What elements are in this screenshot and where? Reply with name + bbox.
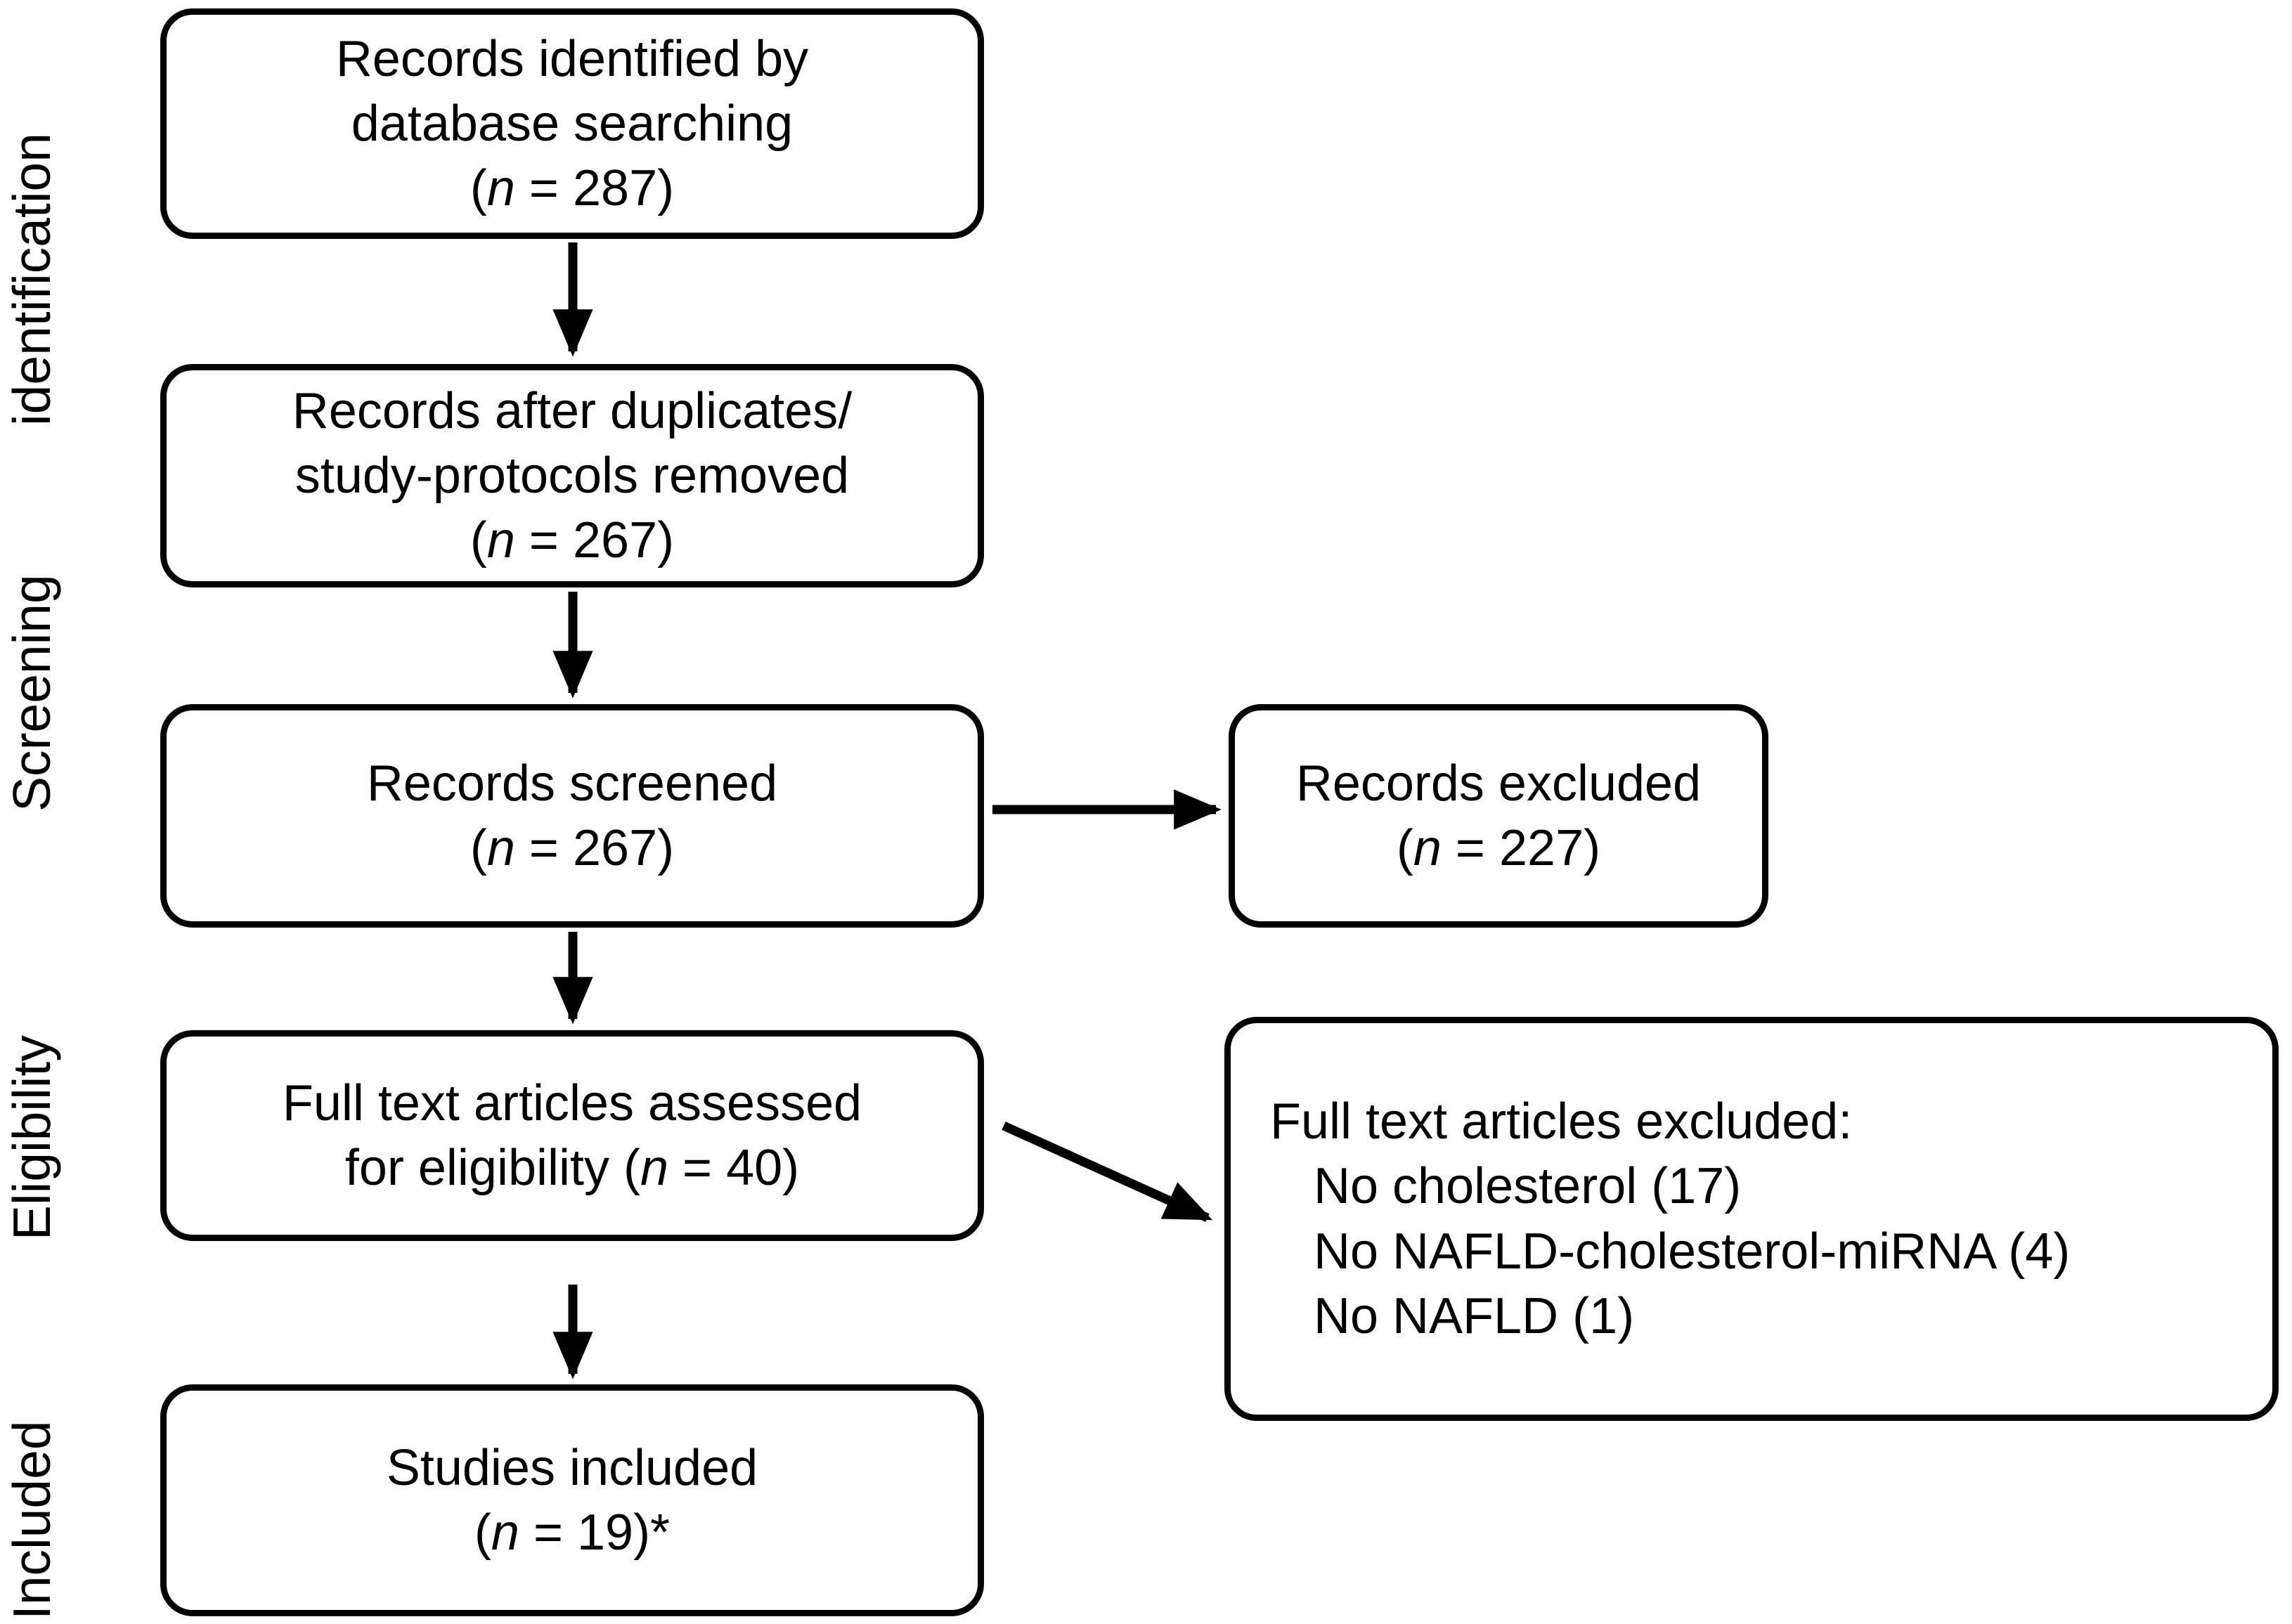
box-studies-included: Studies included (n = 19)*: [160, 1384, 984, 1616]
paren-open: (: [474, 1505, 491, 1561]
paren-open: (: [470, 160, 487, 217]
n-symbol: n: [640, 1140, 669, 1196]
box-studies-included-line1: Studies included: [386, 1439, 758, 1496]
box-records-after-duplicates-count: (n = 267): [470, 508, 674, 573]
box-records-after-duplicates-line1: Records after duplicates/: [292, 382, 853, 439]
box-studies-included-count: (n = 19)*: [474, 1500, 670, 1565]
count-value: = 267): [514, 820, 675, 876]
box-records-after-duplicates-line2: study-protocols removed: [294, 447, 850, 504]
count-value: = 227): [1441, 820, 1601, 876]
count-value: = 19)*: [519, 1505, 671, 1561]
box-records-identified-count: (n = 287): [470, 156, 674, 221]
box-records-excluded-count: (n = 227): [1397, 816, 1600, 881]
box-fulltext-assessed-line1: Full text articles assessed: [282, 1074, 862, 1131]
box-fulltext-assessed-line2: for eligibility (n = 40): [345, 1136, 799, 1200]
box-fulltext-excluded-reason-3: No NAFLD (1): [1314, 1287, 1635, 1344]
box-records-screened-line1: Records screened: [366, 755, 778, 812]
paren-open: (: [1396, 820, 1413, 876]
box-records-excluded: Records excluded (n = 227): [1229, 704, 1768, 928]
box-records-after-duplicates: Records after duplicates/ study-protocol…: [160, 364, 984, 587]
n-symbol: n: [486, 820, 515, 876]
box-records-screened-count: (n = 267): [470, 816, 674, 881]
box-records-excluded-line1: Records excluded: [1295, 755, 1702, 812]
box-records-identified-line1: Records identified by: [335, 30, 809, 87]
stage-label-identification: identification: [2, 133, 61, 426]
line2-prefix: for eligibility (: [344, 1140, 640, 1196]
box-fulltext-assessed: Full text articles assessed for eligibil…: [160, 1030, 984, 1241]
box-records-identified: Records identified by database searching…: [160, 8, 984, 239]
n-symbol: n: [486, 512, 515, 569]
paren-open: (: [470, 512, 487, 569]
arrow-fulltext-to-ft-excluded: [1002, 1122, 1213, 1222]
box-fulltext-excluded-reason-1: No cholesterol (17): [1314, 1158, 1742, 1215]
n-symbol: n: [491, 1505, 519, 1561]
n-symbol: n: [486, 160, 515, 217]
n-symbol: n: [1413, 820, 1442, 876]
count-value: = 287): [514, 160, 675, 217]
paren-open: (: [470, 820, 487, 876]
box-fulltext-excluded-heading: Full text articles excluded:: [1270, 1093, 1853, 1150]
stage-label-screening: Screening: [2, 574, 61, 812]
box-records-identified-line2: database searching: [351, 95, 794, 152]
stage-label-eligibility: Eligibility: [2, 1035, 61, 1240]
box-fulltext-excluded: Full text articles excluded: No choleste…: [1224, 1017, 2279, 1421]
box-records-screened: Records screened (n = 267): [160, 704, 984, 928]
box-fulltext-excluded-reason-2: No NAFLD-cholesterol-miRNA (4): [1314, 1223, 2071, 1280]
count-value: = 267): [514, 512, 675, 569]
count-value: = 40): [668, 1140, 800, 1196]
stage-label-included: Included: [2, 1420, 61, 1620]
